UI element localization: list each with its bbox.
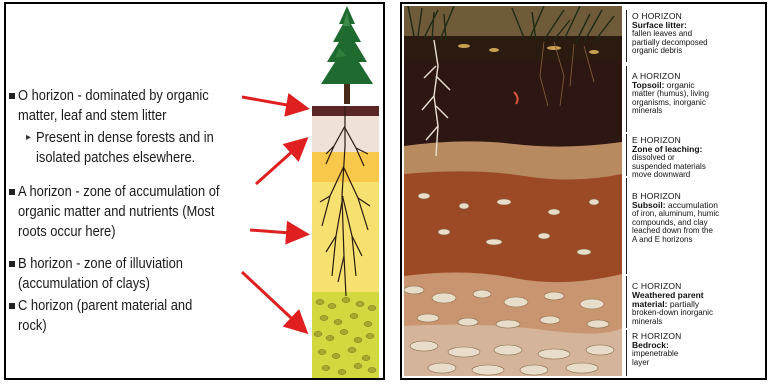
pebble <box>350 314 358 319</box>
pebble <box>314 332 322 337</box>
pebble <box>354 364 362 369</box>
horizon-bracket <box>626 178 631 274</box>
rock <box>504 297 528 307</box>
pebble <box>342 298 350 303</box>
pebble <box>364 322 372 327</box>
horizon-label-block: R HORIZONBedrock:impenetrablelayer <box>632 332 764 367</box>
pebble <box>338 370 346 375</box>
pebble <box>318 350 326 355</box>
pebble <box>326 336 334 341</box>
rock <box>418 193 430 199</box>
pebble <box>322 366 330 371</box>
rock <box>448 347 480 357</box>
rock <box>580 299 604 309</box>
rock <box>520 365 548 375</box>
horizon-label-block: O HORIZONSurface litter:fallen leaves an… <box>632 12 764 56</box>
horizon-label-block: E HORIZONZone of leaching:dissolved orsu… <box>632 136 764 180</box>
pebble <box>368 368 376 373</box>
rock <box>577 249 591 255</box>
rock <box>496 320 520 328</box>
pebble <box>362 356 370 361</box>
rock <box>494 345 522 355</box>
rock <box>459 203 469 209</box>
horizon-label-block: B HORIZONSubsoil: accumulationof iron, a… <box>632 192 764 244</box>
pebble <box>368 306 376 311</box>
rock <box>586 345 614 355</box>
pebble <box>354 338 362 343</box>
e-layer <box>312 152 379 182</box>
rock <box>538 349 570 359</box>
horizon-description: impenetrable <box>632 350 764 359</box>
horizon-bracket <box>626 330 631 376</box>
horizon-label-block: C HORIZONWeathered parentmaterial: parti… <box>632 282 764 326</box>
pebble <box>366 334 374 339</box>
rock <box>538 233 550 239</box>
c-horizon-arrow <box>242 272 304 330</box>
horizon-description: move downward <box>632 171 764 180</box>
rock <box>417 314 439 322</box>
rock <box>404 286 424 294</box>
pebble <box>348 348 356 353</box>
pebble <box>328 304 336 309</box>
rock <box>497 199 511 205</box>
rock <box>566 363 598 373</box>
rock <box>486 239 502 245</box>
rock <box>410 341 438 351</box>
right-soil-profile-panel: O HORIZONSurface litter:fallen leaves an… <box>400 2 767 380</box>
rock <box>438 229 450 235</box>
horizon-description: organic debris <box>632 47 764 56</box>
o-horizon-arrow <box>242 97 304 108</box>
soil-profile-illustration <box>404 6 622 376</box>
horizon-description: minerals <box>632 318 764 327</box>
pebble <box>332 354 340 359</box>
a-horizon-arrow <box>256 141 304 184</box>
horizon-bracket <box>626 276 631 328</box>
rock <box>472 365 504 375</box>
rock <box>473 290 491 298</box>
rock <box>540 316 560 324</box>
pebble <box>356 302 364 307</box>
soil-profile-column <box>312 106 379 380</box>
b-horizon-arrow <box>250 230 304 234</box>
pebble <box>316 300 324 305</box>
rock <box>589 199 599 205</box>
rock <box>432 293 456 303</box>
pebble <box>340 330 348 335</box>
horizon-description: minerals <box>632 107 764 116</box>
rock <box>587 320 609 328</box>
tree-icon <box>317 6 377 106</box>
horizon-description: layer <box>632 359 764 368</box>
horizon-labels: O HORIZONSurface litter:fallen leaves an… <box>624 4 764 378</box>
rock <box>458 318 478 326</box>
pebble <box>320 316 328 321</box>
horizon-bracket <box>626 134 631 176</box>
pebble <box>334 320 342 325</box>
rock <box>544 292 564 300</box>
rock <box>548 209 560 215</box>
rock <box>428 363 456 373</box>
horizon-bracket <box>626 10 631 62</box>
left-soil-diagram-panel: O horizon - dominated by organicmatter, … <box>4 2 385 380</box>
b-horizon-layer <box>404 171 622 286</box>
horizon-description: A and E horizons <box>632 236 764 245</box>
horizon-bracket <box>626 66 631 132</box>
horizon-label-block: A HORIZONTopsoil: organicmatter (humus),… <box>632 72 764 116</box>
